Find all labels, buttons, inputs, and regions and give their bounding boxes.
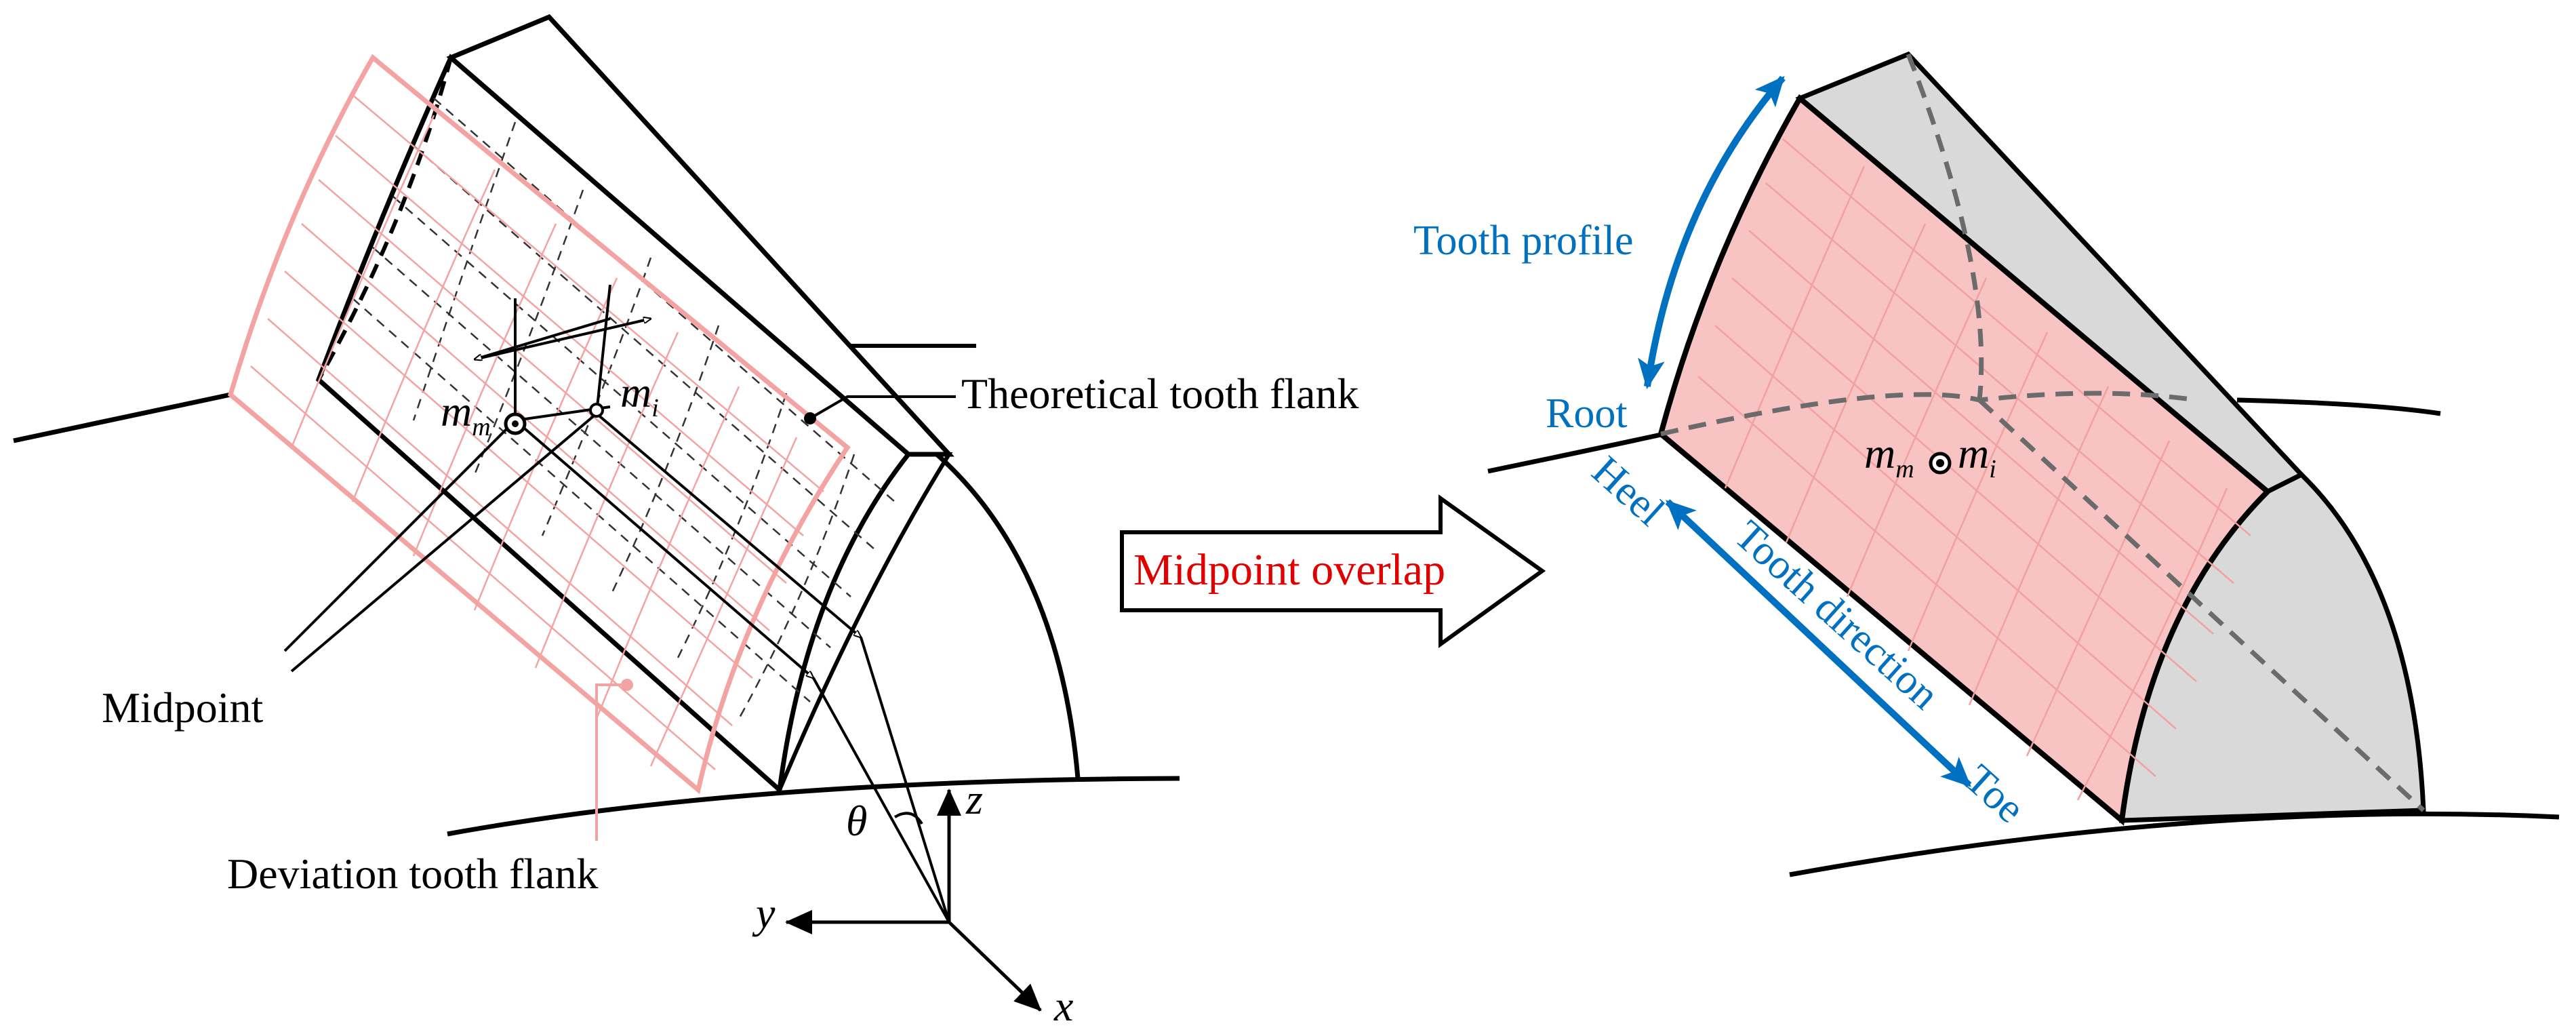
- right-symbol-m-i: mi: [1958, 429, 1996, 483]
- heel-label: Heel: [1584, 448, 1673, 535]
- theoretical-end-face: [778, 452, 953, 791]
- midpoint-i-marker: [589, 403, 604, 418]
- left-figure: Theoretical tooth flank Midpoint Deviati…: [13, 14, 1359, 1030]
- tooth-profile-arrow: [1638, 75, 1786, 389]
- deviation-flank-label: Deviation tooth flank: [227, 850, 598, 898]
- right-hidden-edges: [1660, 53, 2426, 812]
- theta-arc: [893, 812, 923, 825]
- lower-base-curve: [447, 776, 1180, 837]
- deviation-flank: [227, 54, 851, 795]
- theoretical-grid: [352, 98, 895, 719]
- right-midpoint-dot: [1936, 459, 1944, 467]
- hidden-edge: [317, 378, 781, 792]
- axis-z-label: z: [965, 775, 983, 823]
- midpoint-label: Midpoint: [102, 683, 263, 732]
- symbol-m-m: mm: [441, 387, 491, 441]
- theoretical-top-face: [446, 14, 954, 457]
- axis-y-label: y: [752, 889, 776, 937]
- tooth-direction-arrow: [1665, 499, 1972, 788]
- midpoint-frames: [283, 284, 950, 923]
- theoretical-flank-label: Theoretical tooth flank: [961, 370, 1359, 418]
- right-figure: mm mi Tooth profile Root Heel Tooth dire…: [1413, 51, 2560, 877]
- upper-base-curve: [13, 392, 231, 443]
- right-symbol-m-m: mm: [1864, 429, 1914, 483]
- theta-symbol: θ: [846, 797, 867, 845]
- deviation-leader-line: [595, 683, 627, 841]
- tooth-profile-label: Tooth profile: [1413, 218, 1634, 264]
- outer-arc-right: [910, 432, 1081, 779]
- coordinate-axes: [785, 789, 1042, 1012]
- toe-label: Toe: [1956, 756, 2034, 832]
- theoretical-leader-line: [809, 395, 956, 420]
- hidden-edge-upper: [317, 57, 453, 381]
- midpoint-m-dot: [512, 420, 519, 427]
- axis-x-label: x: [1053, 982, 1073, 1030]
- right-lower-base: [1789, 811, 2560, 877]
- right-upper-base: [1487, 431, 1665, 474]
- overlap-arrow-label: Midpoint overlap: [1133, 545, 1445, 595]
- overlap-arrow: Midpoint overlap: [1120, 494, 1546, 648]
- right-upper-base-2: [2236, 397, 2441, 416]
- symbol-m-i: mi: [620, 368, 659, 422]
- root-label: Root: [1546, 391, 1628, 437]
